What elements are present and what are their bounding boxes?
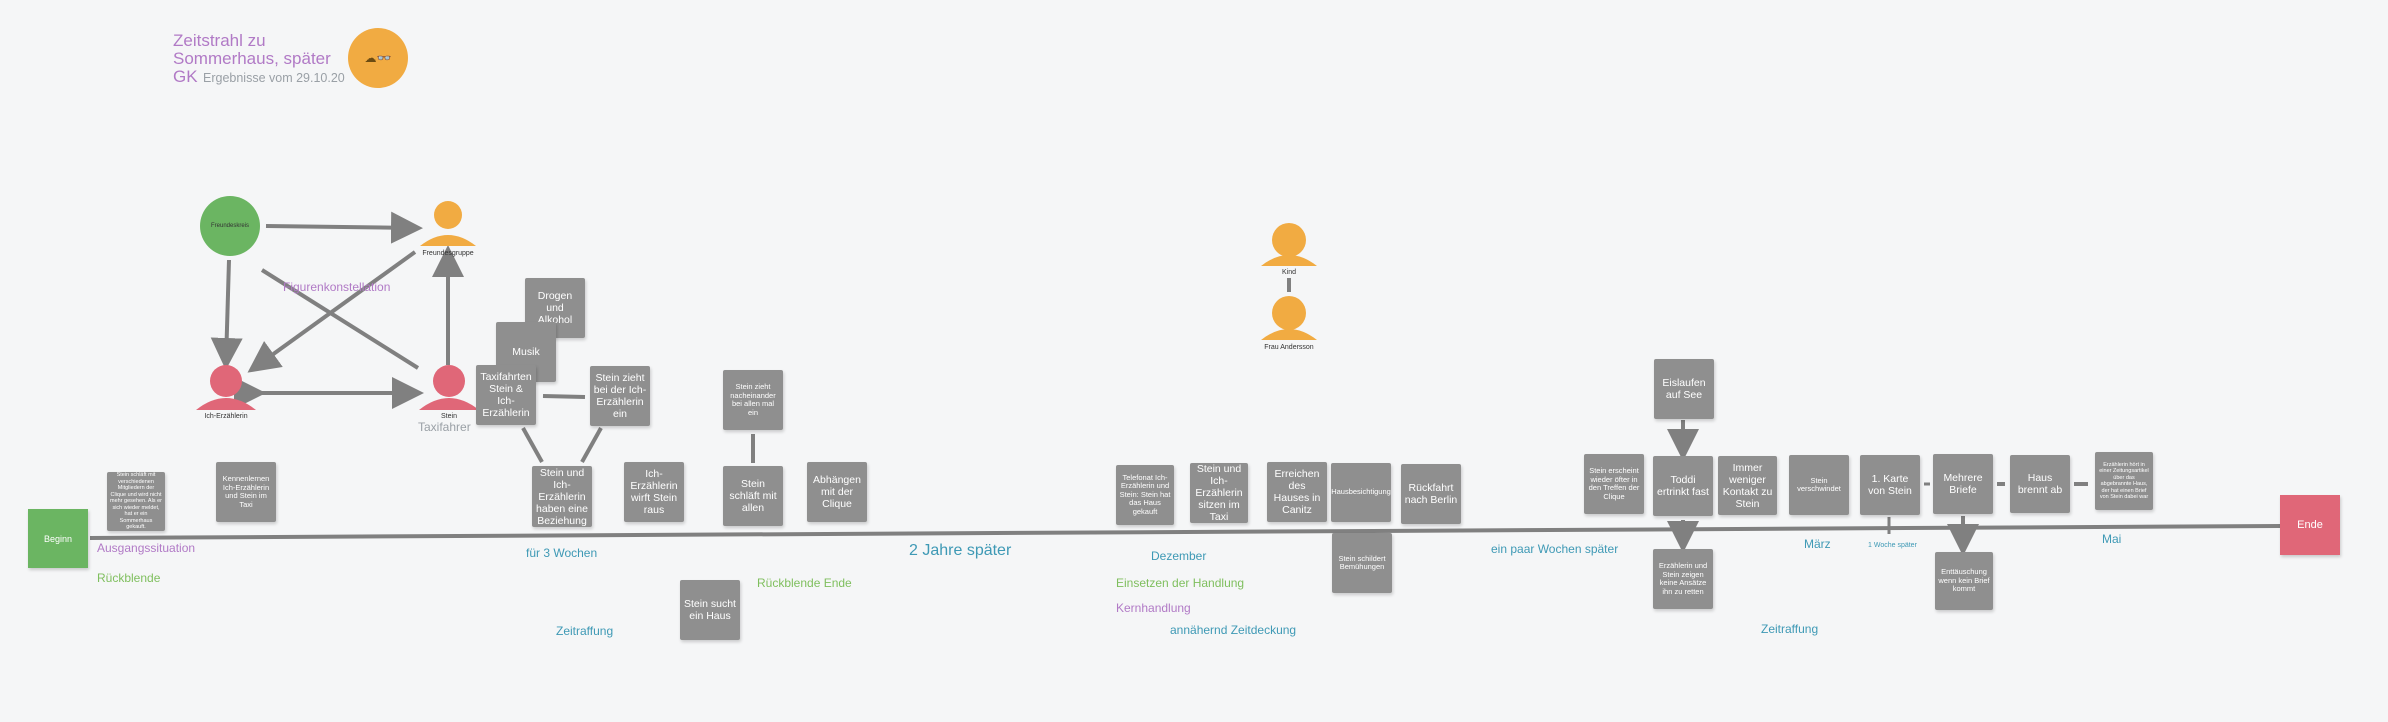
stein-label: Stein <box>441 413 457 420</box>
anderson-label: Frau Andersson <box>1264 344 1314 351</box>
event-box: Eislaufen auf See <box>1654 359 1714 419</box>
timeline-start-node: Beginn <box>28 509 88 568</box>
label-zeitraffung-2: Zeitraffung <box>1761 622 1819 636</box>
friend-circle-node: Freundeskreis <box>200 196 260 256</box>
event-box: 1. Karte von Stein <box>1860 455 1920 515</box>
constellation-heading: Figurenkonstellation <box>283 280 391 294</box>
event-box: Enttäuschung wenn kein Brief kommt <box>1935 552 1993 610</box>
label-mai: Mai <box>2102 532 2122 546</box>
event-box: Stein und Ich-Erzählerin haben eine Bezi… <box>532 466 592 527</box>
event-box: Rückfahrt nach Berlin <box>1401 464 1461 524</box>
event-box: Erreichen des Hauses in Canitz <box>1267 462 1327 522</box>
event-box: Stein und Ich-Erzählerin sitzen im Taxi <box>1190 463 1248 523</box>
event-box: Erzählerin hört in einer Zeitungsartikel… <box>2095 452 2153 510</box>
person-narrator-icon <box>196 365 256 410</box>
label-rueckblende-ende: Rückblende Ende <box>757 576 852 590</box>
kind-label: Kind <box>1281 269 1296 276</box>
event-box: Ich-Erzählerin wirft Stein raus <box>624 462 684 522</box>
narrator-label: Ich-Erzählerin <box>204 413 248 420</box>
logo-icon: ☁👓 <box>348 28 408 88</box>
person-stein-icon <box>419 365 479 410</box>
event-box: Stein schläft mit allen <box>723 466 783 526</box>
label-zwei-jahre: 2 Jahre später <box>909 542 1012 559</box>
event-box: Stein schildert Bemühungen <box>1332 533 1392 593</box>
label-einsetzen: Einsetzen der Handlung <box>1116 576 1245 590</box>
timeline-line <box>89 524 2281 540</box>
page-title: Zeitstrahl zu Sommerhaus, später GK <box>173 31 331 86</box>
event-box: Toddi ertrinkt fast <box>1653 456 1713 516</box>
event-box: Erzählerin und Stein zeigen keine Ansätz… <box>1653 549 1713 609</box>
timeline-end-node: Ende <box>2280 495 2340 555</box>
event-box: Telefonat Ich-Erzählerin und Stein: Stei… <box>1116 465 1174 525</box>
label-zeitdeckung: annähernd Zeitdeckung <box>1170 623 1297 637</box>
label-zeitraffung: Zeitraffung <box>556 624 614 638</box>
label-paar-wochen: ein paar Wochen später <box>1491 542 1619 556</box>
event-box: Hausbesichtigung <box>1331 463 1391 522</box>
event-box: Taxifahrten Stein & Ich-Erzählerin <box>476 365 536 425</box>
label-rueckblende: Rückblende <box>97 571 161 585</box>
event-box: Stein schläft mit verschiedenen Mitglied… <box>107 472 165 531</box>
label-ausgangssituation: Ausgangssituation <box>97 541 196 555</box>
page-subtitle: Ergebnisse vom 29.10.20 <box>203 71 345 85</box>
event-box: Immer weniger Kontakt zu Stein <box>1718 456 1777 515</box>
label-fuer-3-wochen: für 3 Wochen <box>526 546 598 560</box>
event-box: Haus brennt ab <box>2010 455 2070 513</box>
event-box: Mehrere Briefe <box>1933 454 1993 514</box>
person-anderson-icon <box>1261 296 1317 340</box>
event-box: Stein verschwindet <box>1789 455 1849 515</box>
event-box: Stein zieht bei der Ich-Erzählerin ein <box>590 366 650 426</box>
label-dezember: Dezember <box>1151 549 1207 563</box>
label-woche-spaeter: 1 Woche später <box>1868 542 1917 549</box>
person-friends-icon <box>420 201 476 246</box>
friends-label: Freundesgruppe <box>422 250 474 257</box>
event-box: Stein erscheint wieder öfter in den Tref… <box>1584 454 1644 514</box>
label-maerz: März <box>1804 537 1831 551</box>
event-box: Abhängen mit der Clique <box>807 462 867 522</box>
label-kernhandlung: Kernhandlung <box>1116 601 1191 615</box>
stein-role-label: Taxifahrer <box>418 420 471 434</box>
person-kind-icon <box>1261 223 1317 266</box>
event-box: Stein zieht nacheinander bei allen mal e… <box>723 370 783 430</box>
event-box: Stein sucht ein Haus <box>680 580 740 640</box>
event-box: Kennenlernen Ich-Erzählerin und Stein im… <box>216 462 276 522</box>
